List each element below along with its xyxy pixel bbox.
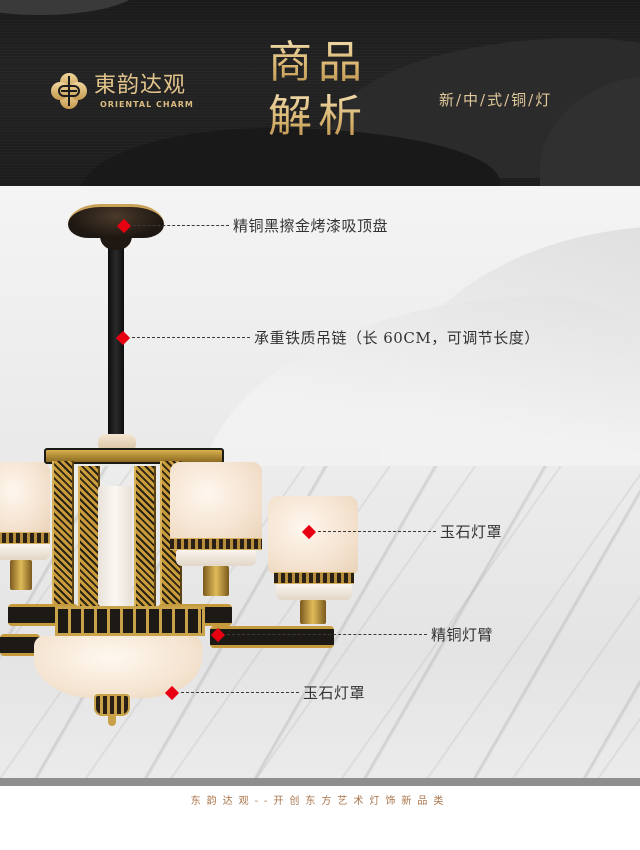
chandelier-image	[0, 186, 640, 778]
brand-name-cn: 東韵达观	[94, 72, 187, 98]
callout-chain: 承重铁质吊链（长 60CM，可调节长度）	[115, 327, 540, 348]
chain-rod	[108, 246, 124, 442]
decorative-wave	[0, 0, 140, 15]
jade-knob	[98, 434, 136, 452]
divider-bar	[0, 778, 640, 786]
shade-base	[0, 544, 50, 560]
title-line-2: 解析	[268, 90, 378, 144]
brass-column	[52, 461, 74, 611]
callout-label: 承重铁质吊链（长 60CM，可调节长度）	[254, 329, 540, 347]
leader-line	[318, 531, 436, 532]
center-jade-column	[98, 486, 132, 606]
brand-seal-icon	[50, 72, 88, 110]
jade-shade-center	[170, 462, 262, 542]
brand-name-en: ORIENTAL CHARM	[100, 99, 194, 109]
ceiling-canopy	[68, 204, 164, 238]
callout-upper-shade: 玉石灯罩	[301, 521, 503, 542]
brass-frame-top	[44, 448, 224, 464]
red-diamond-marker-icon	[115, 330, 131, 345]
jade-shade-left	[0, 462, 50, 534]
brass-holder	[203, 566, 229, 596]
brass-column	[78, 466, 100, 611]
canopy-neck	[100, 234, 132, 250]
callout-arm: 精铜灯臂	[210, 624, 494, 645]
greek-key-band	[0, 532, 50, 544]
shade-base	[276, 584, 352, 600]
product-showcase: 精铜黑擦金烤漆吸顶盘 承重铁质吊链（长 60CM，可调节长度） 玉石灯罩 精铜灯…	[0, 186, 640, 778]
category-tagline: 新/中/式/铜/灯	[439, 91, 553, 109]
brass-arm-left-lower	[0, 634, 40, 656]
finial	[94, 694, 130, 716]
callout-ceiling-plate: 精铜黑擦金烤漆吸顶盘	[116, 215, 389, 236]
brand-logo: 東韵达观 ORIENTAL CHARM	[50, 72, 194, 110]
greek-key-band	[170, 538, 262, 550]
greek-key-band	[274, 572, 354, 584]
leader-line	[227, 634, 427, 635]
callout-label: 玉石灯罩	[440, 523, 503, 541]
footer: 东韵达观--开创东方艺术灯饰新品类	[0, 786, 640, 850]
title-line-1: 商品	[268, 36, 378, 90]
brass-column	[134, 466, 156, 611]
brand-slogan: 东韵达观--开创东方艺术灯饰新品类	[190, 796, 450, 807]
red-diamond-marker-icon	[210, 627, 226, 642]
callout-label: 精铜黑擦金烤漆吸顶盘	[233, 217, 389, 235]
brass-arm-far-right	[210, 626, 334, 648]
red-diamond-marker-icon	[116, 218, 132, 233]
leader-line	[133, 225, 229, 226]
page-title: 商品 解析	[268, 36, 378, 144]
callout-lower-shade: 玉石灯罩	[164, 682, 366, 703]
callout-label: 玉石灯罩	[303, 684, 366, 702]
red-diamond-marker-icon	[164, 685, 180, 700]
red-diamond-marker-icon	[301, 524, 317, 539]
brass-holder	[10, 560, 32, 590]
finial-tip	[108, 714, 116, 726]
brass-ring	[55, 606, 205, 636]
leader-line	[132, 337, 250, 338]
leader-line	[181, 692, 299, 693]
header-banner: 東韵达观 ORIENTAL CHARM 商品 解析 新/中/式/铜/灯	[0, 0, 640, 186]
shade-base	[176, 550, 256, 566]
callout-label: 精铜灯臂	[431, 626, 494, 644]
brass-holder	[300, 600, 326, 624]
